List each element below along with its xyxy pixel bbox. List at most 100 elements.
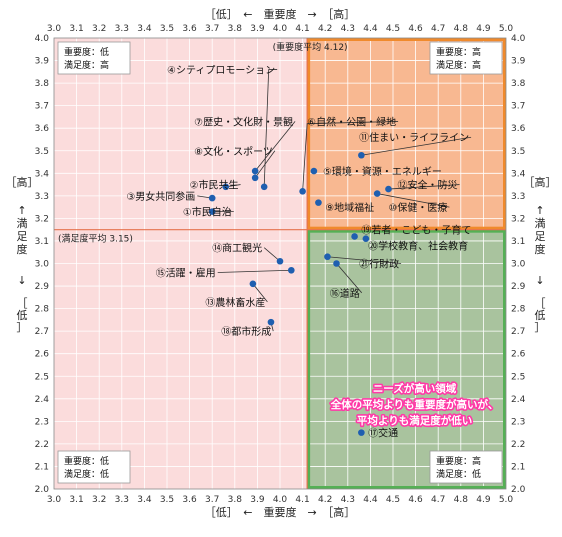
y-tick-label: 3.6 bbox=[511, 124, 526, 134]
quadrant-label-box bbox=[429, 41, 503, 75]
x-tick-label: 4.0 bbox=[273, 495, 288, 505]
x-tick-label: 4.7 bbox=[431, 495, 445, 505]
y-tick-label: 2.7 bbox=[511, 327, 525, 337]
point-leader-lines bbox=[197, 69, 472, 332]
y-tick-label: 3.5 bbox=[511, 147, 525, 157]
x-tick-label: 4.3 bbox=[341, 495, 355, 505]
data-point bbox=[267, 318, 275, 326]
y-tick-label: 3.3 bbox=[511, 192, 525, 202]
quadrant-label-box bbox=[429, 450, 503, 484]
x-tick-label: 3.7 bbox=[205, 495, 219, 505]
y-tick-label: 2.8 bbox=[511, 305, 526, 315]
leader-line bbox=[361, 136, 472, 156]
x-tick-label: 3.7 bbox=[205, 24, 219, 34]
data-point bbox=[249, 280, 257, 288]
y-tick-label: 4.0 bbox=[35, 34, 50, 44]
y-tick-label: 3.9 bbox=[35, 57, 50, 67]
x-tick-label: 4.4 bbox=[363, 24, 378, 34]
quadrant-label-text: 重要度：高 bbox=[436, 46, 481, 58]
quadrant-top-right-border bbox=[307, 38, 506, 230]
x-axis-label-bottom: ［低］ ← 重要度 → ［高］ bbox=[205, 505, 355, 519]
data-point bbox=[310, 167, 318, 175]
data-point bbox=[208, 208, 216, 215]
x-tick-label: 4.2 bbox=[318, 24, 332, 34]
x-tick-label: 3.4 bbox=[137, 24, 152, 34]
y-tick-label: 3.2 bbox=[511, 214, 525, 224]
y-tick-label: 2.2 bbox=[511, 440, 525, 450]
quadrant-label-text: 満足度：高 bbox=[436, 59, 481, 71]
quadrant-label-text: 重要度：低 bbox=[64, 455, 109, 467]
x-axis-label-top: ［低］ ← 重要度 → ［高］ bbox=[205, 7, 355, 21]
x-tick-label: 3.4 bbox=[137, 495, 152, 505]
data-point bbox=[324, 253, 331, 261]
x-tick-label: 4.5 bbox=[386, 495, 400, 505]
y-tick-label: 4.0 bbox=[511, 34, 526, 44]
data-point-label: ⑬農林畜水産 bbox=[205, 296, 265, 309]
y-tick-label: 2.5 bbox=[511, 372, 525, 382]
x-tick-label: 4.7 bbox=[431, 24, 445, 34]
x-tick-label: 3.0 bbox=[47, 24, 62, 34]
data-point-label: ⑳学校教育、社会教育 bbox=[368, 239, 468, 252]
y-tick-label: 2.1 bbox=[35, 462, 49, 472]
y-axis-label-right: ［高］ ↑ 満足度 ↓ ［低］ bbox=[524, 175, 557, 334]
data-point-label: ②市民共生 bbox=[190, 179, 239, 192]
quadrant-label-text: 重要度：低 bbox=[64, 46, 109, 58]
data-point-label: ⑩保健・医療 bbox=[388, 201, 447, 214]
y-tick-label: 3.1 bbox=[511, 237, 525, 247]
plot-frame bbox=[53, 37, 507, 490]
data-points bbox=[208, 151, 392, 436]
x-tick-label: 3.3 bbox=[115, 24, 129, 34]
data-point-label: ⑥自然・公園・緑地 bbox=[307, 115, 396, 128]
quadrant-label-text: 満足度：低 bbox=[436, 468, 481, 480]
y-tick-label: 2.3 bbox=[511, 417, 525, 427]
y-tick-label: 2.0 bbox=[511, 485, 526, 495]
data-point-label: ③男女共同参画 bbox=[126, 190, 195, 203]
y-tick-label: 2.3 bbox=[35, 417, 49, 427]
leader-line bbox=[217, 269, 292, 273]
y-tick-label: 2.0 bbox=[35, 485, 50, 495]
data-point-label: ⑫安全・防災 bbox=[398, 179, 458, 192]
x-tick-label: 3.6 bbox=[182, 24, 197, 34]
x-tick-label: 3.6 bbox=[182, 495, 197, 505]
x-tick-label: 4.9 bbox=[476, 24, 491, 34]
y-tick-label: 2.8 bbox=[35, 305, 50, 315]
y-tick-label: 2.9 bbox=[511, 282, 526, 292]
quadrant-bottom-right-region bbox=[307, 229, 506, 490]
y-tick-label: 2.6 bbox=[511, 350, 526, 360]
x-tick-label: 4.5 bbox=[386, 24, 400, 34]
x-tick-label: 4.8 bbox=[454, 24, 469, 34]
x-tick-label: 3.9 bbox=[250, 24, 265, 34]
x-tick-label: 5.0 bbox=[499, 495, 514, 505]
x-tick-label: 3.1 bbox=[69, 495, 83, 505]
y-axis-label-bottom-word: ［低］ bbox=[17, 297, 28, 334]
quadrant-label-text: 重要度：高 bbox=[436, 455, 481, 467]
leader-line bbox=[252, 283, 268, 303]
quadrant-label-text: 満足度：低 bbox=[64, 468, 109, 480]
y-axis-label-top-word: ［高］ bbox=[6, 175, 39, 189]
quadrant-label-text: 満足度：高 bbox=[64, 59, 109, 71]
y-tick-label: 3.3 bbox=[35, 192, 49, 202]
y-tick-label: 3.0 bbox=[35, 260, 50, 270]
x-tick-label: 4.8 bbox=[454, 495, 469, 505]
data-point bbox=[333, 260, 340, 267]
data-point bbox=[373, 190, 381, 197]
y-tick-label: 3.4 bbox=[35, 169, 50, 179]
leader-line bbox=[263, 247, 281, 262]
data-point-label: ⑮活躍・雇用 bbox=[156, 267, 216, 280]
data-point-label: ①市民自治 bbox=[183, 206, 232, 219]
callout-line: ニーズが高い領域 bbox=[373, 382, 457, 395]
y-tick-labels-left: 2.02.12.22.32.42.52.62.72.82.93.03.13.23… bbox=[35, 34, 50, 495]
data-point-label: ⑪住まい・ライフライン bbox=[359, 131, 469, 144]
y-axis-label-bottom-word: ［低］ bbox=[535, 297, 546, 334]
data-point-label: ⑤環境・資源・エネルギー bbox=[323, 165, 442, 178]
quadrant-bottom-right-border bbox=[307, 229, 506, 490]
x-tick-label: 5.0 bbox=[499, 24, 514, 34]
y-tick-label: 2.6 bbox=[35, 350, 50, 360]
x-tick-label: 3.9 bbox=[250, 495, 265, 505]
data-point bbox=[385, 185, 392, 193]
leader-line bbox=[302, 121, 399, 192]
x-tick-label: 4.1 bbox=[295, 24, 309, 34]
x-tick-label: 4.3 bbox=[341, 24, 355, 34]
